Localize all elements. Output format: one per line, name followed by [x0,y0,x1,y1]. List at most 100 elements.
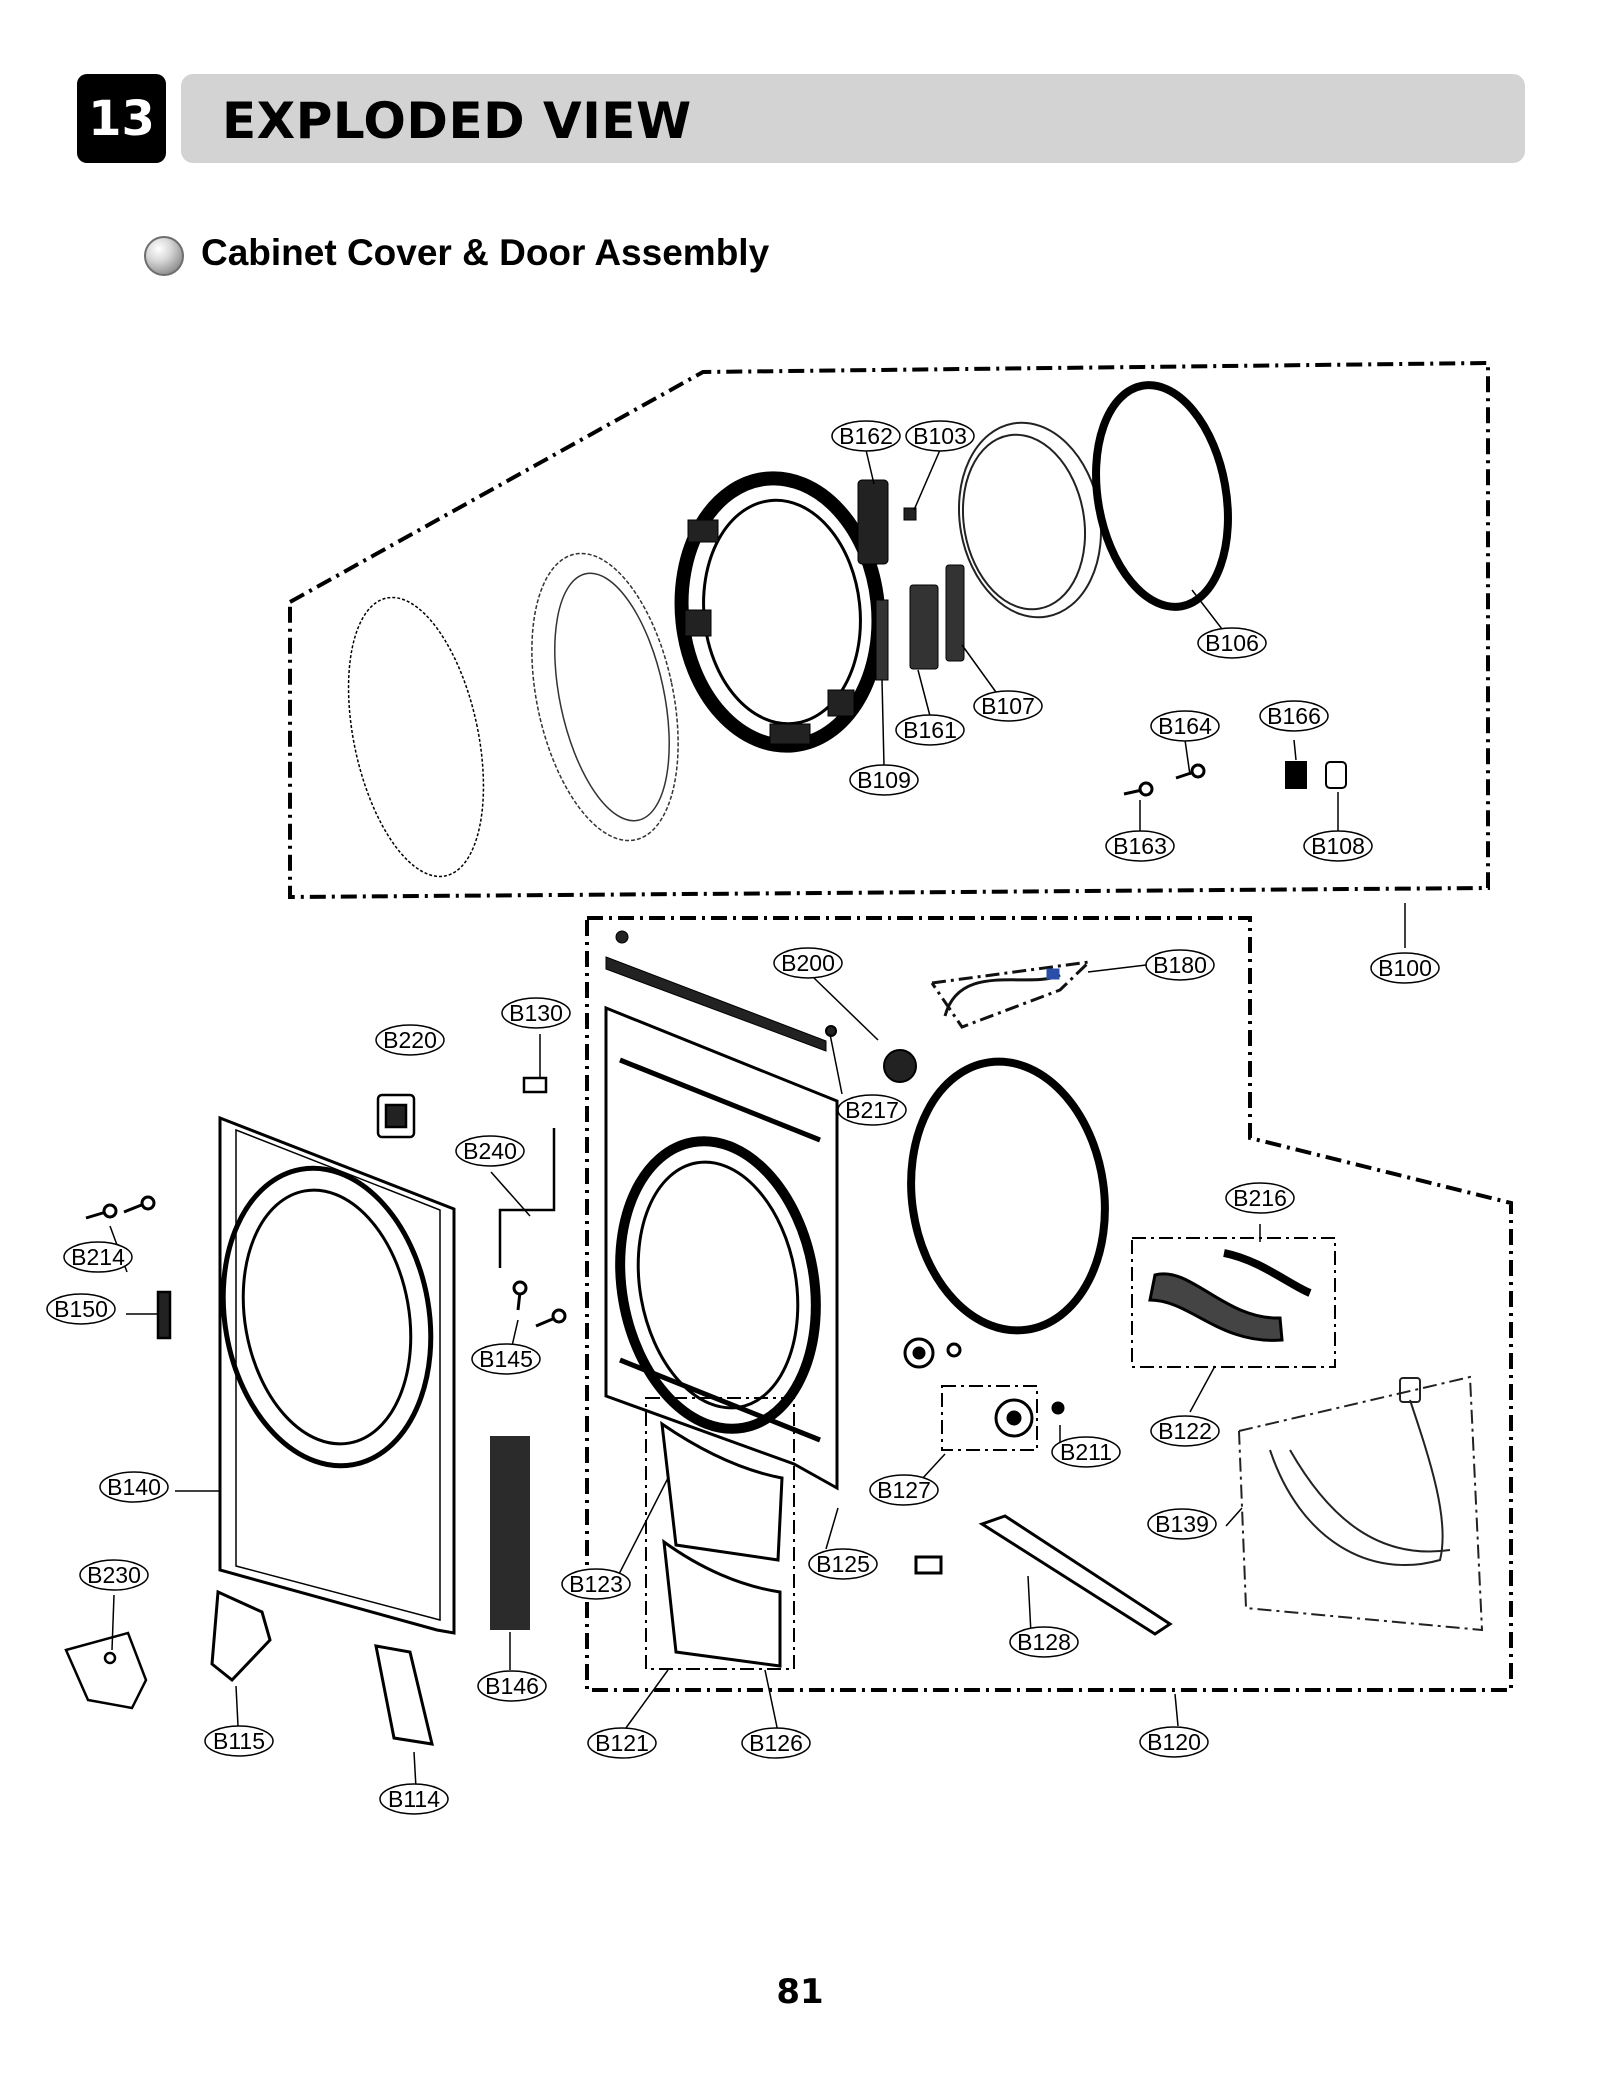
magnet-parts [1285,761,1347,789]
door-assembly-group-boundary [288,360,1490,900]
section-number-badge: 13 [77,74,166,163]
part-label-b217: B217 [837,1094,907,1126]
subsection-title: Cabinet Cover & Door Assembly [201,232,770,273]
svg-text:B130: B130 [509,1000,563,1026]
door-glass-part [347,596,485,878]
svg-text:B164: B164 [1158,713,1212,739]
svg-text:B127: B127 [877,1477,931,1503]
leader-lines [109,449,1406,1789]
svg-text:B100: B100 [1378,955,1432,981]
latch-parts [875,564,965,681]
part-label-b200: B200 [773,947,843,979]
svg-text:B230: B230 [87,1562,141,1588]
part-label-b121: B121 [587,1727,657,1759]
foam-strip-part [490,1436,530,1630]
part-label-b163: B163 [1105,830,1175,862]
hinge-part [857,479,917,565]
svg-text:B180: B180 [1153,952,1207,978]
svg-text:B109: B109 [857,767,911,793]
svg-text:B211: B211 [1060,1439,1112,1465]
part-label-b109: B109 [849,764,919,796]
sensor-part [825,1025,917,1083]
part-label-b108: B108 [1303,830,1373,862]
part-label-b107: B107 [973,690,1043,722]
part-label-b115: B115 [204,1725,274,1757]
part-label-b127: B127 [869,1474,939,1506]
cabinet-cover-panel-part [218,1115,456,1635]
part-label-b103: B103 [905,420,975,452]
top-bracket-part [605,930,827,1052]
svg-text:B103: B103 [913,423,967,449]
front-cover-group-boundary [585,916,1513,1692]
part-label-b161: B161 [895,714,965,746]
svg-text:B126: B126 [749,1730,803,1756]
part-label-b145: B145 [471,1343,541,1375]
svg-text:B115: B115 [213,1728,265,1754]
svg-text:B128: B128 [1017,1629,1071,1655]
svg-text:B121: B121 [595,1730,649,1756]
power-cord-part [1238,1375,1484,1632]
svg-text:B146: B146 [485,1673,539,1699]
part-label-b180: B180 [1145,949,1215,981]
svg-text:B120: B120 [1147,1729,1201,1755]
svg-text:B145: B145 [479,1346,533,1372]
svg-text:B220: B220 [383,1027,437,1053]
svg-text:B122: B122 [1158,1418,1212,1444]
part-label-b230: B230 [79,1559,149,1591]
part-label-b128: B128 [1009,1626,1079,1658]
part-label-b150: B150 [46,1293,116,1325]
part-label-b123: B123 [561,1568,631,1600]
section-header-bar [181,74,1525,163]
svg-text:B166: B166 [1267,703,1321,729]
part-label-b139: B139 [1147,1508,1217,1540]
svg-text:B125: B125 [816,1551,870,1577]
part-label-b106: B106 [1197,627,1267,659]
front-panel-frame-part [604,1005,839,1491]
part-label-b211: B211 [1051,1436,1121,1468]
bracket-parts [64,1076,556,1710]
part-label-b240: B240 [455,1135,525,1167]
svg-text:B161: B161 [903,717,957,743]
hinge-bracket-parts [210,1589,434,1746]
part-label-b164: B164 [1150,710,1220,742]
svg-text:B114: B114 [388,1786,440,1812]
svg-text:B200: B200 [781,950,835,976]
svg-text:B216: B216 [1233,1185,1287,1211]
part-label-b214: B214 [63,1241,133,1273]
bullet-icon [144,236,184,276]
part-label-b120: B120 [1139,1726,1209,1758]
svg-text:B106: B106 [1205,630,1259,656]
side-screws-parts [85,1195,567,1328]
part-label-b166: B166 [1259,700,1329,732]
part-label-b140: B140 [99,1471,169,1503]
svg-text:B214: B214 [71,1244,125,1270]
svg-text:B140: B140 [107,1474,161,1500]
svg-text:B107: B107 [981,693,1035,719]
filter-housing-part [1131,1237,1336,1368]
part-label-b162: B162 [831,420,901,452]
part-label-b220: B220 [375,1024,445,1056]
wire-harness-part [930,959,1094,1029]
page-number: 81 [776,1972,824,2012]
door-seal-ring-part [1092,381,1232,611]
svg-text:B108: B108 [1311,833,1365,859]
svg-text:B163: B163 [1113,833,1167,859]
screw-parts [1123,763,1206,797]
part-label-b216: B216 [1225,1182,1295,1214]
svg-text:B139: B139 [1155,1511,1209,1537]
drum-front-gasket-part [907,1057,1109,1335]
part-label-b146: B146 [477,1670,547,1702]
part-label-b125: B125 [808,1548,878,1580]
roller-parts [903,1337,1065,1451]
svg-text:B217: B217 [845,1097,899,1123]
svg-text:B240: B240 [463,1138,517,1164]
lint-filter-parts [645,1397,795,1670]
part-label-b126: B126 [741,1727,811,1759]
section-title: EXPLODED VIEW [222,92,692,150]
filter-cover-part [914,1514,1173,1636]
svg-text:B123: B123 [569,1571,623,1597]
svg-text:B150: B150 [54,1296,108,1322]
svg-text:B162: B162 [839,423,893,449]
